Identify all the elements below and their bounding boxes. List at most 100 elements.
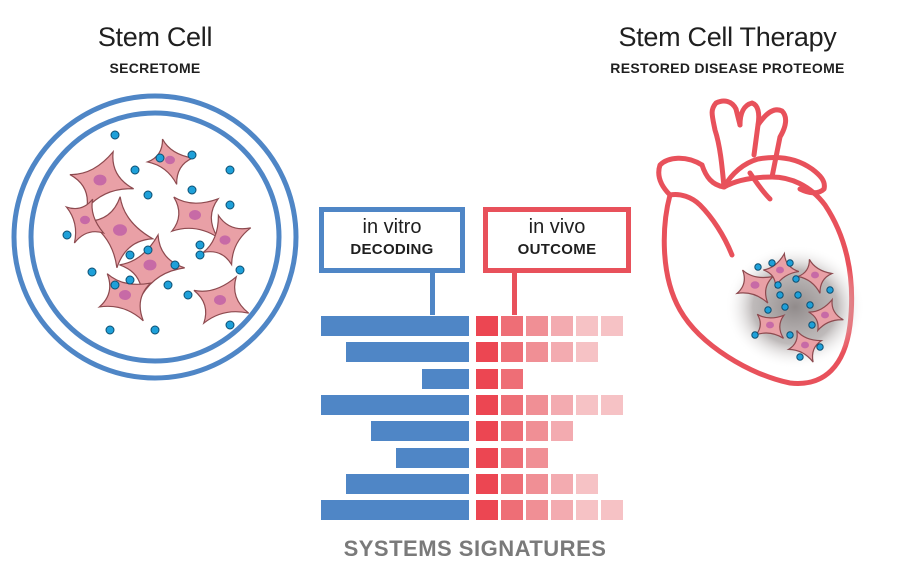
in-vitro-signature-bar [346,474,469,494]
secreted-factor-dot [62,230,72,240]
secretome-subtitle: SECRETOME [109,60,201,76]
secreted-factor-dot [110,130,120,140]
secreted-factor-dot [781,303,789,311]
secreted-factor-dot [225,200,235,210]
cell-nucleus [119,290,131,300]
in-vivo-outcome-box: in vivo OUTCOME [483,207,631,273]
in-vivo-signature-cell [476,474,498,494]
cell-nucleus [80,215,90,225]
restored-disease-proteome-subtitle: RESTORED DISEASE PROTEOME [610,60,845,76]
secreted-factor-dot [816,343,824,351]
in-vivo-signature-cell [501,369,523,389]
in-vivo-signature-cell [526,395,548,415]
in-vivo-signature-cell [551,342,573,362]
in-vivo-signature-cell [476,342,498,362]
in-vitro-connector [430,273,435,315]
secreted-factor-dot [786,259,794,267]
secreted-factor-dot [225,165,235,175]
cell-nucleus [93,174,107,186]
cell-nucleus [165,155,175,165]
secreted-factor-dot [163,280,173,290]
in-vitro-signature-bar [321,500,469,520]
in-vivo-signature-cell [526,421,548,441]
secreted-factor-dot [150,325,160,335]
injury-region [725,245,865,369]
cell-nucleus [113,224,127,236]
in-vitro-signature-bar [371,421,469,441]
in-vivo-signature-cell [501,395,523,415]
secreted-factor-dot [826,286,834,294]
in-vitro-signature-bar [321,395,469,415]
stem-cells-group [64,138,252,325]
secreted-factor-dot [187,150,197,160]
in-vivo-label: in vivo [528,216,586,238]
cell-nucleus [776,266,784,274]
stem-cell-therapy-title: Stem Cell Therapy [618,22,837,52]
cell-nucleus [801,341,809,349]
in-vivo-signature-cell [476,369,498,389]
in-vivo-signature-cell [501,421,523,441]
engrafted-cells-group [735,251,844,363]
secreted-factor-dot [195,250,205,260]
secreted-factor-dot [808,321,816,329]
cell-nucleus [811,271,819,279]
decoding-label: DECODING [350,241,434,258]
in-vivo-signature-cell [576,395,598,415]
in-vivo-signature-cell [476,316,498,336]
heart-illustration [656,98,865,386]
cell-nucleus [766,321,774,329]
secreted-factor-dot [796,353,804,361]
systems-signatures-label: SYSTEMS SIGNATURES [343,536,607,561]
petri-dish-inner-ring [28,110,282,364]
secreted-factor-dot [751,331,759,339]
in-vivo-signature-cell [601,395,623,415]
petri-dish-illustration [11,93,299,381]
in-vivo-signature-cell [551,474,573,494]
secreted-factor-dot [170,260,180,270]
in-vivo-signature-cell [526,316,548,336]
in-vivo-signature-cell [576,342,598,362]
secreted-factor-dot [754,263,762,271]
in-vivo-signature-cell [601,316,623,336]
in-vivo-signature-cell [501,500,523,520]
in-vitro-signature-bar [422,369,469,389]
in-vivo-connector [512,273,517,315]
in-vivo-signature-cell [526,500,548,520]
secreted-factor-dot [794,291,802,299]
in-vivo-signature-cell [551,500,573,520]
in-vitro-signature-bar [396,448,469,468]
in-vivo-signature-cell [551,395,573,415]
secreted-factor-dot [806,301,814,309]
in-vivo-signature-cell [526,448,548,468]
in-vivo-signature-cell [576,500,598,520]
cell-nucleus [214,295,226,305]
in-vitro-label: in vitro [362,216,422,238]
in-vivo-signature-cell [526,474,548,494]
heart-secreted-factors-group [751,259,834,361]
secreted-factor-dot [195,240,205,250]
petri-dish-outer-ring [11,93,299,381]
secreted-factor-dot [143,245,153,255]
in-vivo-signature-cell [476,395,498,415]
secreted-factor-dot [183,290,193,300]
secreted-factor-dot [776,291,784,299]
in-vivo-signature-cell [551,421,573,441]
secreted-factor-dot [130,165,140,175]
in-vitro-signature-bar [346,342,469,362]
secreted-factor-dot [87,267,97,277]
in-vivo-signature-cell [576,474,598,494]
secreted-factor-dot [235,265,245,275]
secreted-factor-dot [187,185,197,195]
in-vitro-decoding-box: in vitro DECODING [319,207,465,273]
in-vivo-signature-cell [476,421,498,441]
in-vivo-signature-cell [526,342,548,362]
cell-nucleus [750,281,760,289]
in-vivo-signature-cell [476,500,498,520]
outcome-label: OUTCOME [517,241,597,258]
in-vivo-signature-cell [501,448,523,468]
cell-nucleus [219,235,231,245]
secreted-factor-dot [155,153,165,163]
secreted-factor-dot [105,325,115,335]
cell-nucleus [189,210,201,220]
secreted-factors-group [62,130,245,335]
